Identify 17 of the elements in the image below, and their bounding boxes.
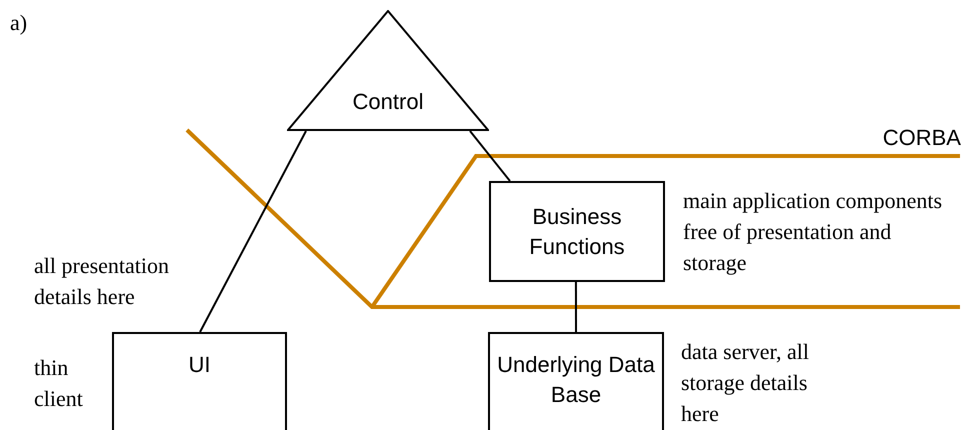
- triangle-shape: [287, 10, 489, 131]
- connector-line: [469, 130, 511, 182]
- node-label: Business Functions: [528, 202, 626, 260]
- note-text: all presentation details here: [34, 252, 170, 311]
- node-label: UI: [188, 351, 212, 379]
- connector-line: [199, 130, 307, 332]
- annotation-text: thin client: [34, 354, 84, 413]
- annotation-text: main application components free of presentation and storage: [683, 187, 944, 277]
- connector-line: [574, 282, 577, 332]
- node-label: Control: [352, 88, 424, 116]
- node-label: Underlying Data Base: [496, 351, 656, 409]
- annotation-text: data server, all storage details here: [681, 338, 810, 428]
- component-box: [489, 181, 665, 282]
- component-box: [112, 332, 287, 430]
- bus-label: CORBA: [882, 124, 961, 152]
- panel-label: a): [10, 9, 28, 37]
- component-box: [488, 332, 664, 430]
